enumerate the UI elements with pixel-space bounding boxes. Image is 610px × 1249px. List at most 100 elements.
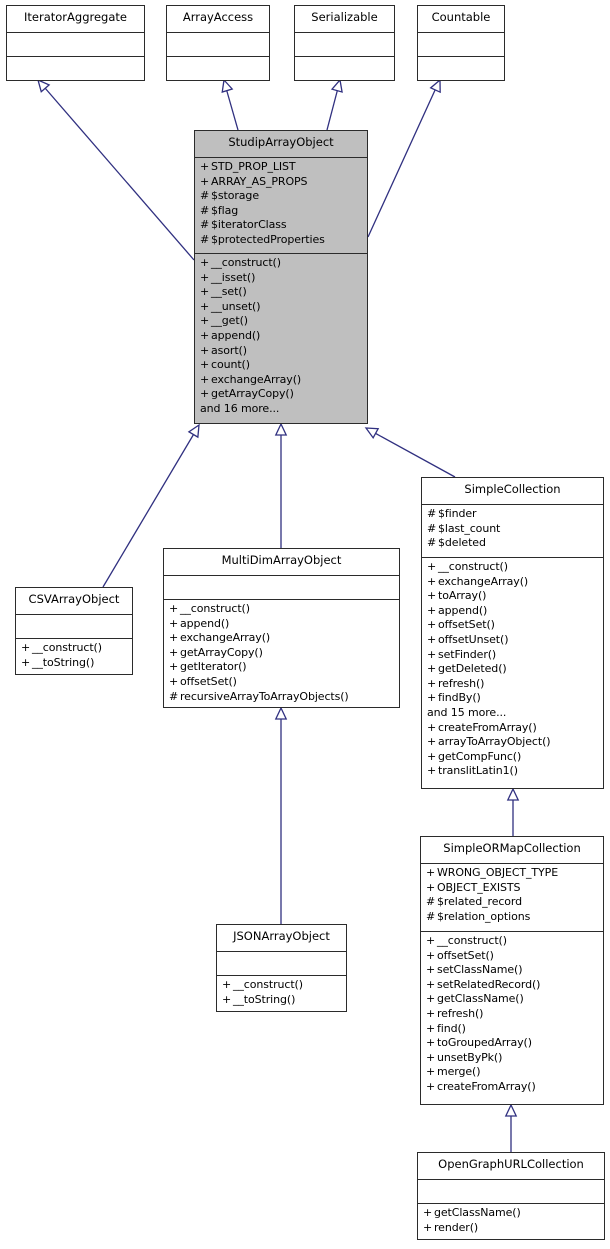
attribute-row: #$relation_options xyxy=(426,909,531,923)
method-row: +asort() xyxy=(200,343,247,357)
visibility-marker: + xyxy=(200,256,210,269)
class-name-simplecollection: SimpleCollection xyxy=(464,482,561,496)
method-row: +offsetSet() xyxy=(426,948,494,962)
visibility-marker: + xyxy=(427,632,437,646)
methods-compartment-serializable xyxy=(295,56,394,72)
method-row: +getArrayCopy() xyxy=(200,387,294,401)
class-box-serializable[interactable]: Serializable xyxy=(294,5,395,81)
class-box-arrayaccess[interactable]: ArrayAccess xyxy=(166,5,270,81)
class-name-jsonarrayobject: JSONArrayObject xyxy=(233,929,330,943)
visibility-marker: + xyxy=(21,655,31,669)
class-box-opengraphurlcollection[interactable]: OpenGraphURLCollection +getClassName()+re… xyxy=(417,1152,605,1240)
attribute-row: #$flag xyxy=(200,203,239,217)
method-row: +__isset() xyxy=(200,270,256,284)
method-row: +offsetSet() xyxy=(169,674,237,688)
method-row: and 16 more... xyxy=(200,401,280,415)
method-row: +__unset() xyxy=(200,299,261,313)
visibility-marker: + xyxy=(426,1036,436,1050)
visibility-marker: + xyxy=(426,1050,436,1064)
method-row: +setRelatedRecord() xyxy=(426,977,541,991)
visibility-marker: + xyxy=(427,720,437,734)
arrowhead-triangle xyxy=(364,427,380,440)
arrowhead-triangle xyxy=(330,78,343,93)
method-row: +refresh() xyxy=(426,1006,484,1020)
visibility-marker: + xyxy=(427,735,437,749)
method-row: +merge() xyxy=(426,1065,481,1079)
class-box-simpleormapcollection[interactable]: SimpleORMapCollection+WRONG_OBJECT_TYPE+… xyxy=(420,836,604,1105)
inheritance-arrow-studip-to-iteratoraggregate xyxy=(37,78,195,261)
class-box-simplecollection[interactable]: SimpleCollection#$finder#$last_count#$de… xyxy=(421,477,604,789)
visibility-marker: + xyxy=(426,1079,436,1093)
visibility-marker: + xyxy=(169,645,179,659)
method-row: +toArray() xyxy=(427,589,487,603)
visibility-marker: + xyxy=(423,1206,433,1219)
attributes-compartment-jsonarrayobject xyxy=(217,951,346,975)
methods-compartment-simplecollection: +__construct()+exchangeArray()+toArray()… xyxy=(422,557,603,781)
visibility-marker: + xyxy=(169,660,179,674)
method-row: +getArrayCopy() xyxy=(169,645,263,659)
visibility-marker: + xyxy=(200,358,210,372)
attributes-compartment-multidimarrayobject xyxy=(164,575,399,599)
method-row: +exchangeArray() xyxy=(200,372,302,386)
visibility-marker: + xyxy=(200,285,210,299)
visibility-marker: + xyxy=(423,1220,433,1234)
methods-compartment-iteratoraggregate xyxy=(7,56,144,72)
attribute-row: #$finder xyxy=(427,507,477,520)
attributes-compartment-serializable xyxy=(295,32,394,56)
visibility-marker: + xyxy=(427,662,437,676)
method-row: +createFromArray() xyxy=(427,720,537,734)
visibility-marker: # xyxy=(200,232,210,246)
attribute-row: #$last_count xyxy=(427,521,501,535)
class-box-iteratoraggregate[interactable]: IteratorAggregate xyxy=(6,5,145,81)
inheritance-arrow-json-to-multidim xyxy=(274,706,288,924)
method-row: +__construct() xyxy=(21,641,102,654)
visibility-marker: + xyxy=(427,560,437,573)
visibility-marker: + xyxy=(200,328,210,342)
methods-compartment-opengraphurlcollection: +getClassName()+render() xyxy=(418,1203,604,1237)
visibility-marker: + xyxy=(427,676,437,690)
visibility-marker: + xyxy=(222,978,232,991)
method-row: +count() xyxy=(200,358,250,372)
class-name-serializable: Serializable xyxy=(311,10,378,24)
visibility-marker: + xyxy=(426,866,436,879)
attribute-row: +STD_PROP_LIST xyxy=(200,160,296,173)
method-row: +getClassName() xyxy=(426,992,524,1006)
method-row: +translitLatin1() xyxy=(427,764,518,778)
method-row: +findBy() xyxy=(427,691,481,705)
inheritance-arrow-studip-to-countable xyxy=(367,78,441,238)
visibility-marker: + xyxy=(169,674,179,688)
methods-compartment-jsonarrayobject: +__construct()+__toString() xyxy=(217,975,346,1009)
method-row: +getClassName() xyxy=(423,1206,521,1219)
class-box-studiparrayobject[interactable]: StudipArrayObject+STD_PROP_LIST+ARRAY_AS… xyxy=(194,130,368,424)
class-name-csvarrayobject: CSVArrayObject xyxy=(28,592,120,606)
class-box-csvarrayobject[interactable]: CSVArrayObject +__construct()+__toString(… xyxy=(15,587,133,675)
attributes-compartment-opengraphurlcollection xyxy=(418,1179,604,1203)
attribute-row: #$iteratorClass xyxy=(200,218,287,232)
visibility-marker: + xyxy=(200,160,210,173)
attribute-row: #$storage xyxy=(200,189,259,203)
method-row: +getDeleted() xyxy=(427,662,507,676)
visibility-marker: + xyxy=(427,749,437,763)
visibility-marker: + xyxy=(169,602,179,615)
visibility-marker: + xyxy=(200,372,210,386)
method-row: +find() xyxy=(426,1021,466,1035)
method-row: +getCompFunc() xyxy=(427,749,522,763)
visibility-marker: + xyxy=(427,691,437,705)
method-row: +__construct() xyxy=(426,934,507,947)
arrowhead-triangle xyxy=(187,423,200,439)
methods-compartment-csvarrayobject: +__construct()+__toString() xyxy=(16,638,132,672)
class-name-opengraphurlcollection: OpenGraphURLCollection xyxy=(438,1157,584,1171)
class-box-jsonarrayobject[interactable]: JSONArrayObject +__construct()+__toString… xyxy=(216,924,347,1012)
class-box-multidimarrayobject[interactable]: MultiDimArrayObject+__construct()+append… xyxy=(163,548,400,708)
methods-compartment-simpleormapcollection: +__construct()+offsetSet()+setClassName(… xyxy=(421,931,603,1097)
arrowhead-triangle xyxy=(506,787,520,801)
visibility-marker: # xyxy=(169,689,179,703)
class-name-iteratoraggregate: IteratorAggregate xyxy=(24,10,127,24)
visibility-marker: + xyxy=(200,270,210,284)
inheritance-arrow-studip-to-serializable xyxy=(326,78,343,131)
visibility-marker: # xyxy=(427,521,437,535)
visibility-marker: + xyxy=(426,963,436,977)
class-box-countable[interactable]: Countable xyxy=(417,5,505,81)
method-row: +render() xyxy=(423,1220,479,1234)
visibility-marker: + xyxy=(426,934,436,947)
